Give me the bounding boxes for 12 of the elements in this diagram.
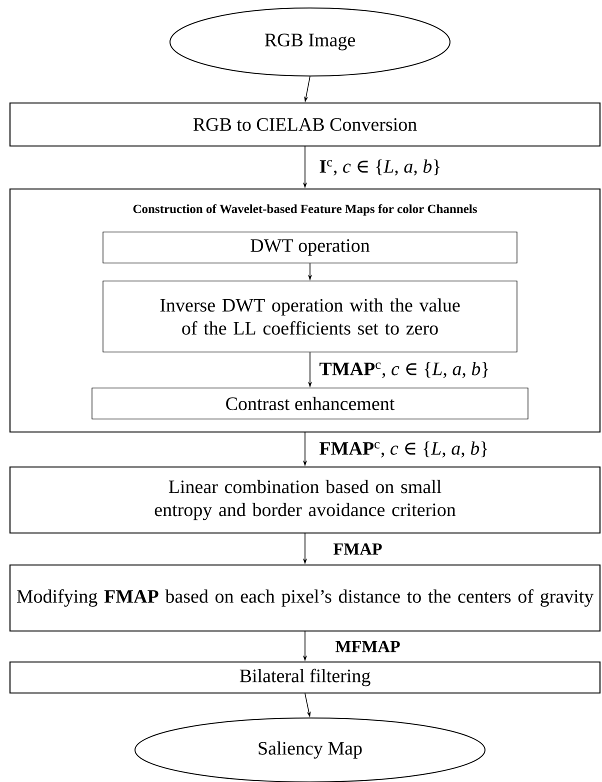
process-box: Modifying FMAP based on each pixel’s distance to the centers of gravity bbox=[9, 564, 601, 632]
process-box: DWT operation bbox=[102, 232, 518, 264]
edge-label: I$^{c}$, c ∈ {L, a, b} bbox=[318, 158, 442, 177]
process-box: Contrast enhancement bbox=[92, 388, 528, 420]
edge-label: TMAP$^{c}$, c ∈ {L, a, b} bbox=[318, 360, 491, 380]
process-box: Bilateral filtering bbox=[9, 661, 601, 694]
process-box: Inverse DWT operation with the value of the LL coefficients set to zero bbox=[102, 280, 518, 352]
process-box: RGB to CIELAB Conversion bbox=[9, 102, 601, 147]
process-box: Linear combination based on small entropy and border avoidance criterion bbox=[9, 466, 601, 534]
edge-label: FMAP bbox=[332, 542, 384, 556]
edge-label: MFMAP bbox=[334, 640, 402, 654]
edge-label: FMAP$^{c}$, c ∈ {L, a, b} bbox=[318, 440, 490, 459]
